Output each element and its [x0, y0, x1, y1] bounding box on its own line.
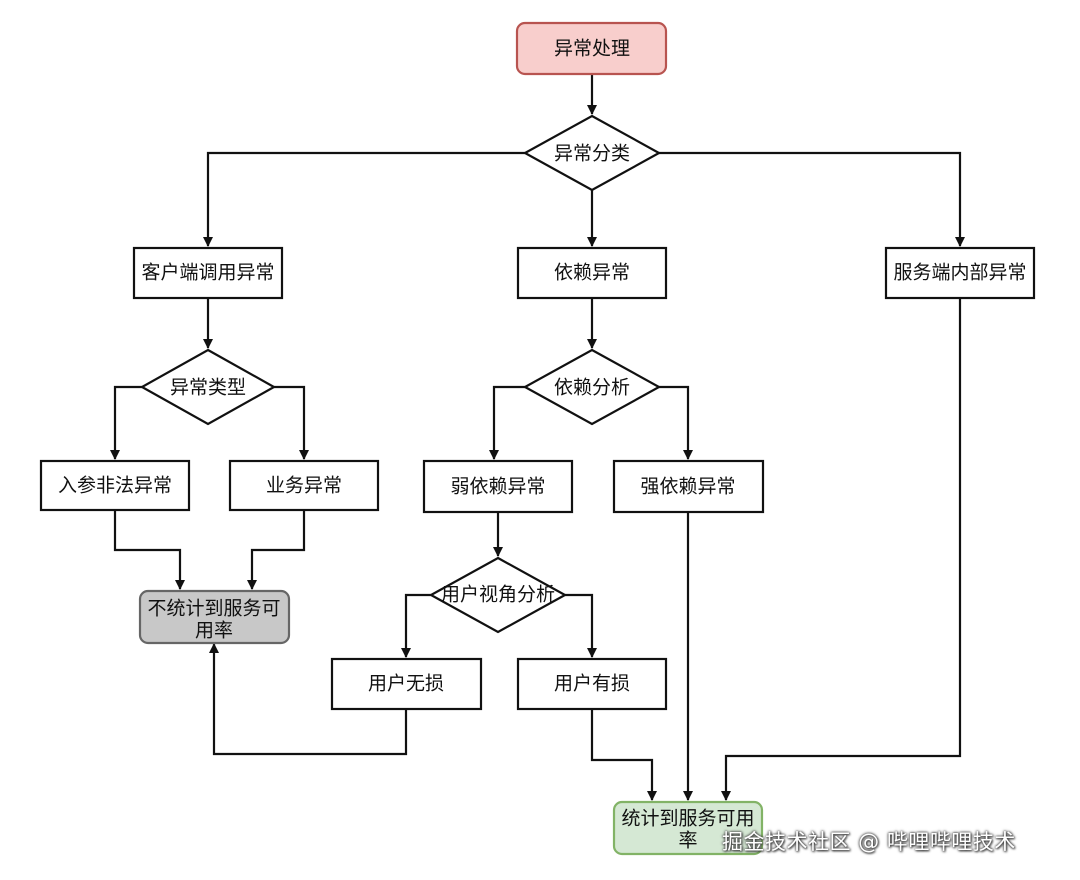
node-user-no-loss-label: 用户无损: [368, 673, 444, 695]
node-dependency-analysis-diamond: [522, 348, 662, 426]
node-root-label: 异常处理: [554, 38, 630, 60]
node-user-perspective-label: 用户视角分析: [441, 584, 555, 606]
node-business-error-box: [228, 459, 380, 512]
node-user-perspective: 用户视角分析: [428, 556, 568, 634]
node-client-error: 客户端调用异常: [132, 246, 284, 300]
node-server-internal-error: 服务端内部异常: [884, 246, 1036, 300]
node-error-type-diamond: [139, 348, 277, 426]
node-not-counted-line1: 不统计到服务可: [147, 598, 280, 620]
node-user-loss: 用户有损: [516, 657, 668, 711]
node-illegal-param-error-label: 入参非法异常: [58, 475, 172, 497]
node-counted-box: [612, 800, 764, 856]
edge-errortype-to-illegal: [110, 385, 142, 460]
edge-analysis-to-strong: [659, 385, 693, 460]
node-dependency-error-box: [516, 246, 668, 300]
edge-perspective-to-noloss: [401, 593, 431, 658]
edge-loss-to-counted: [590, 709, 657, 801]
edge-analysis-to-weak: [489, 385, 525, 460]
node-weak-dependency-error-label: 弱依赖异常: [450, 476, 545, 498]
node-strong-dependency-error-box: [612, 459, 765, 514]
edge-classify-to-server: [659, 151, 965, 247]
edge-illegal-to-notcounted: [113, 510, 185, 590]
node-strong-dependency-error-label: 强依赖异常: [640, 476, 735, 498]
node-counted-line1: 统计到服务可用: [621, 808, 754, 830]
node-counted: 统计到服务可用 率: [612, 800, 764, 856]
node-weak-dependency-error-box: [422, 459, 574, 514]
node-root-box: [515, 21, 668, 76]
node-counted-line2: 率: [678, 830, 697, 852]
node-root: 异常处理: [515, 21, 668, 76]
node-classify: 异常分类: [522, 114, 662, 192]
node-classify-label: 异常分类: [554, 143, 630, 165]
node-client-error-label: 客户端调用异常: [141, 262, 274, 284]
node-illegal-param-error: 入参非法异常: [39, 459, 191, 512]
node-not-counted-box: [138, 589, 291, 645]
node-client-error-box: [132, 246, 284, 300]
edge-errortype-to-business: [274, 385, 309, 460]
edges: [110, 74, 965, 801]
edge-noloss-to-notcounted: [209, 643, 408, 756]
node-dependency-analysis: 依赖分析: [522, 348, 662, 426]
node-user-loss-label: 用户有损: [554, 673, 630, 695]
node-dependency-analysis-label: 依赖分析: [554, 377, 630, 399]
node-illegal-param-error-box: [39, 459, 191, 512]
node-strong-dependency-error: 强依赖异常: [612, 459, 765, 514]
node-not-counted-line2: 用率: [195, 620, 233, 642]
node-weak-dependency-error: 弱依赖异常: [422, 459, 574, 514]
node-error-type: 异常类型: [139, 348, 277, 426]
node-dependency-error: 依赖异常: [516, 246, 668, 300]
node-user-no-loss: 用户无损: [330, 657, 483, 711]
node-business-error: 业务异常: [228, 459, 380, 512]
node-error-type-label: 异常类型: [170, 377, 246, 399]
node-user-loss-box: [516, 657, 668, 711]
node-user-perspective-diamond: [428, 556, 568, 634]
node-user-no-loss-box: [330, 657, 483, 711]
node-dependency-error-label: 依赖异常: [554, 262, 630, 284]
edge-business-to-notcounted: [247, 510, 306, 590]
node-business-error-label: 业务异常: [266, 475, 342, 497]
edge-classify-to-client: [203, 151, 525, 247]
edge-perspective-to-loss: [565, 593, 597, 658]
node-server-internal-error-label: 服务端内部异常: [893, 262, 1026, 284]
node-server-internal-error-box: [884, 246, 1036, 300]
edge-server-to-counted: [721, 298, 962, 801]
node-not-counted: 不统计到服务可 用率: [138, 589, 291, 645]
node-classify-diamond: [522, 114, 662, 192]
watermark: 掘金技术社区 @ 哔哩哔哩技术: [722, 830, 1016, 854]
